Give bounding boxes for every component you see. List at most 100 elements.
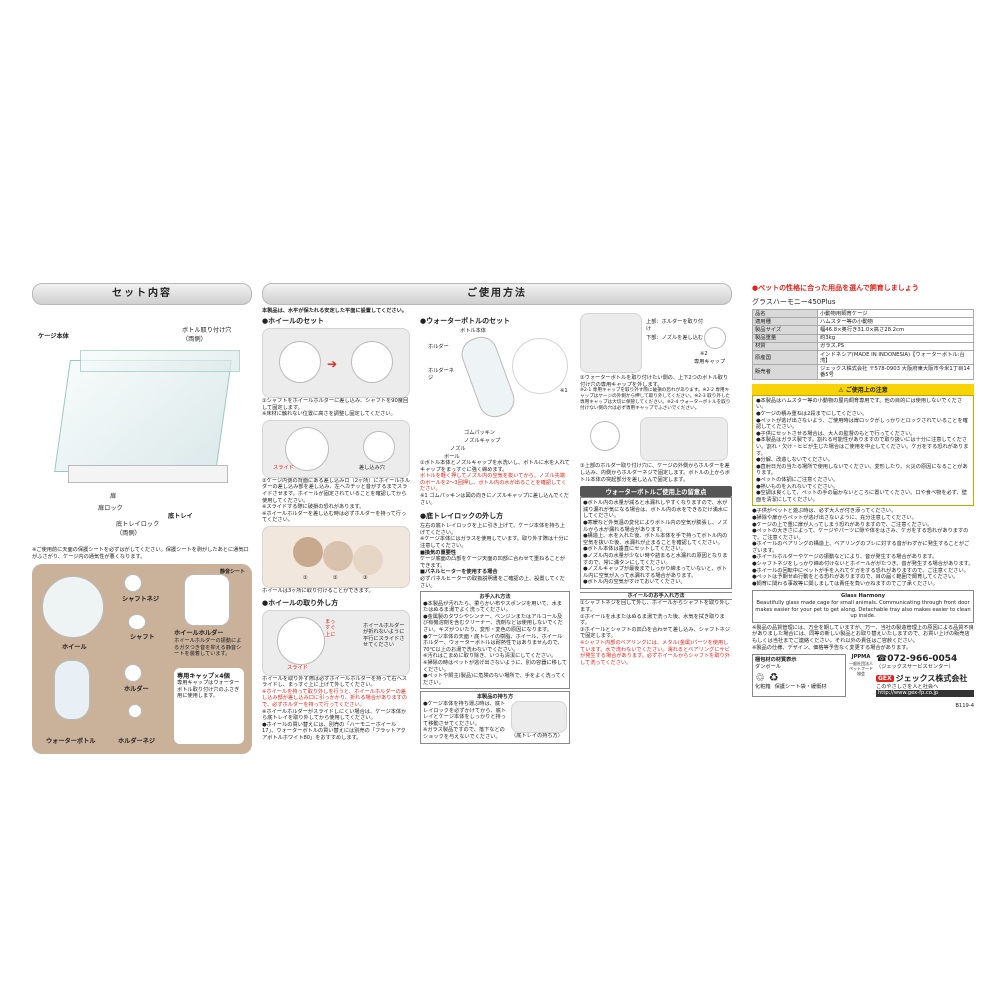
bottle-caution-title: ウォーターボトルご使用上の留意点	[580, 486, 732, 498]
wheel-set-step2: ②ケージ内側の背面にある差し込み口（2ヶ所）にホイールホルダーの差し込み部を差し…	[262, 477, 410, 504]
contents-header: セット内容	[32, 283, 252, 305]
spec-row: 製品サイズ幅46.8×奥行き31.0×高さ28.2cm	[752, 325, 974, 335]
caution-item-2: ●ホイールホルダーやケージの振動などにより、音が発生する場合があります。	[752, 554, 938, 561]
brand-name: ジェックス株式会社	[895, 673, 968, 683]
shaft-screw-image	[124, 574, 142, 593]
spec-key: 適用種	[752, 317, 818, 327]
spec-row: 販売者ジェックス株式会社 〒578-0903 大阪府東大阪市今米1丁目14番5号	[752, 364, 974, 380]
remove-note-label: ホイールホルダーが折れないように平行にスライドさせてください	[363, 622, 405, 649]
mark2-label: ※2	[700, 351, 708, 357]
wheel-image	[42, 576, 104, 639]
caution-item: ●本製品はガラス製です。割れる可能性がありますので取り扱いには十分に注意してくだ…	[756, 437, 969, 457]
position-2-marker	[323, 540, 353, 571]
shaft-fixed-image	[351, 341, 393, 383]
product-column: ●ペットの性格に合った用品を選んで飼育しましょう グラスハーモニー450Plus…	[752, 283, 974, 710]
wheel-care-title: ホイールのお手入れ方法	[580, 591, 732, 601]
product-code: B119-4	[955, 702, 974, 709]
caution-item-2: ●ケージの上で重に扉が入ってしまう恐れがありますので、ご注意ください。	[752, 521, 933, 528]
spec-row: 適用種ハムスター等の小動物	[752, 317, 974, 327]
tray-lock-label: 底トレイロック（両側）	[116, 521, 160, 537]
bottle-caution-box: ●ボトル内の水量が減ると水漏れしやすくなりますので、水が減り漏れが気になる場合は…	[580, 497, 732, 589]
english-box: Glass Harmony Beautifully glass made cag…	[752, 590, 974, 623]
cage-body-label: ケージ本体	[38, 333, 69, 340]
bottle-set-step1-note: ※1 ゴムパッキンは図の向きにノズルキャップに差し込んでください。	[420, 492, 569, 506]
pos3-label: ③	[363, 574, 368, 581]
caution-item-2: ●ペットの大きさによって、ケージやパーツに隙や体をはさみ、ケガをする恐れがありま…	[752, 528, 969, 541]
spec-table: 品名小動物用飼育ケージ適用種ハムスター等の小動物製品サイズ幅46.8×奥行き31…	[752, 308, 974, 380]
spec-value: 小動物用飼育ケージ	[817, 308, 974, 319]
slide-label-2: スライド	[287, 664, 308, 671]
materials-box: 梱包材の材質表示 ダンボール ♲ ♻ 化粧箱 保護シート袋・緩衝材	[752, 654, 846, 697]
caution-box: ●本製品はハムスター等の小動物の屋内飼育専用です。他の目的には使用しないでくださ…	[752, 394, 974, 507]
warning-icon: ⚠	[838, 386, 844, 394]
wheel-positions-figure: ① ② ③	[262, 525, 410, 588]
bc-6: ●ノズルキャップが最後までしっかり締まっていないと、ボトル内に空気が入って水漏れ…	[583, 566, 727, 579]
carry-title: 本製品の持ち方	[476, 694, 514, 701]
wheel-setup-section: ●ホイールのセット ➔ ①シャフトをホイールホルダーに差し込み、シャフトを90度…	[262, 313, 410, 741]
care-box: お手入れ方法 ●本製品が汚れたら、柔らかい布やスポンジを用いて、水またはぬるま湯…	[420, 591, 570, 690]
pos2-label: ②	[333, 574, 338, 581]
packing-closeup	[512, 338, 568, 394]
holder-screw-label: ホルダーネジ	[118, 738, 156, 746]
position-3-marker	[353, 544, 383, 575]
bottle-hole-label: ボトル取り付け穴（両側）	[182, 327, 232, 343]
shaft-image	[128, 614, 146, 631]
nozzle-cap-label: ノズルキャップ	[464, 438, 501, 444]
bottle-set-step1: ①ボトル本体とノズルキャップを水洗いし、ボトルに水を入れてキャップをまっすぐに強…	[420, 460, 570, 473]
tray-lock-desc: 左右の底トレイロックを上に引き上げて、ケージ本体を持ち上げてください。	[420, 523, 565, 536]
usage-header: ご使用方法	[262, 283, 732, 305]
bottom-tray-label: 底トレイ	[168, 513, 193, 520]
website-url: http://www.gex-fp.co.jp	[876, 690, 974, 697]
tray-lock-title: ●底トレイロックの外し方	[420, 512, 504, 521]
bottle-set-notes: ※2-1 専用キャップを取り外す際に破損の恐れがあります。※2-2 専用キャップ…	[580, 388, 731, 411]
spec-value: 約3kg	[817, 333, 974, 343]
wc-1: ①シャフトネジを回して外し、ホイールからシャフトを取り外します。	[580, 600, 730, 614]
wheel-positions-caption: ホイールは3ヶ所に取り付けることができます。	[262, 587, 374, 594]
wheel-set-step1-note: ※床材に触れない位置に高さを調整し固定してください。	[262, 411, 396, 418]
english-title: Glass Harmony	[841, 593, 885, 600]
remove-direction-label: まっすぐ上に	[325, 618, 336, 638]
care-2: ●金属製のタワシやシンナー、ベンジンまたはアルコール及び有機溶剤を含むクリーナー…	[423, 613, 563, 634]
wheel-holder-label: ホイールホルダー	[174, 630, 224, 638]
slide-label-1: スライド	[273, 464, 294, 471]
ventilation-desc: ケージ底面の凸部をケージ天面の凹部に合わせて重ねることができます。	[420, 556, 566, 569]
wheel-set-step2-figure: 差し込み穴 スライド	[262, 419, 410, 478]
bottle-image	[457, 332, 519, 422]
bc-5: ●ノズル内の水量が少ない時や詰まると水漏れの原因となりますので、常に満タンにして…	[583, 552, 728, 566]
wc-4: ※シャフト内部のベアリングには、メタル(金属)パーツを使用しています。水で洗わな…	[580, 640, 730, 666]
care-6: ●ペットや飼主(製品)に危険のない場所で、手をよく洗ってください。	[423, 673, 566, 686]
caps-box: 専用キャップ×4個 専用キャップはウォーターボトル取り付け穴のふさぎ用に使用しま…	[174, 668, 244, 745]
special-cap-image	[704, 327, 726, 349]
glass-cage-illustration	[54, 360, 232, 472]
caution-item-2: ●シャフトネジをしっかり締め付けないとホイールががたつき、音が発生する場合があり…	[752, 561, 974, 568]
cage-figure: ケージ本体 ボトル取り付け穴（両側） 扉 扉ロック 底トレイ 底トレイロック（両…	[32, 305, 252, 537]
holder-label: ホルダー	[124, 686, 149, 694]
bottle-mounted-image	[640, 417, 728, 462]
parts-panel: ホイール シャフトネジ シャフト 静音シート ホイールホルダー ホイールホルダー…	[32, 564, 252, 755]
insert-hole-label: 差し込み穴	[359, 464, 385, 471]
caution-item-2: ●ペットは予期せぬ行動をとる恐れがありますので、目の届く範囲で飼育してください。	[752, 574, 959, 581]
catchphrase: ●ペットの性格に合った用品を選んで飼育しましょう	[752, 284, 919, 292]
spec-row: 材質ガラス,PS	[752, 341, 974, 352]
position-1-marker	[293, 536, 323, 567]
door-lock-label: 扉ロック	[98, 505, 123, 512]
water-bottle-label: ウォーターボトル	[46, 738, 96, 746]
caution-item-2: ●掃除や扉からペットが逃げ出さないように、充分注意してください。	[752, 514, 917, 521]
door-label: 扉	[110, 493, 117, 500]
caution-list-2: ●子供がペットと遊ぶ時は、必ず大人が付き添ってください。●掃除や扉からペットが逃…	[752, 508, 974, 587]
bottle-set-step1-red: ボトルを軽く押してノズル内の空気を抜いてから、ノズル先端のボールを2〜3回押し、…	[420, 473, 567, 493]
bottle-setup-section: ●ウォーターボトルのセット ボトル本体 ホルダー ホルダーネジ ゴムパッキン ノ…	[420, 313, 570, 744]
heater-desc: 必ずパネルヒーターの取扱説明書をご確認の上、設置してください。	[420, 575, 565, 589]
slogan: このやさしさを人と社会へ	[876, 683, 939, 690]
caution-item: ●直射日光の当たる場所で使用しないでください。変形したり、火災の原因になることが…	[756, 463, 968, 477]
carry-2: ※ガラス製品ですので、落下などのショックを与えないでください。	[423, 727, 505, 740]
spec-value: インドネシア(MADE IN INDONESIA)【ウォーターボトル:台湾】	[817, 350, 974, 366]
carry-caption: （底トレイの持ち方）	[511, 733, 563, 739]
rubber-packing-label: ゴムパッキン	[464, 430, 495, 436]
pos1-label: ①	[303, 574, 308, 581]
bc-7: ●ボトル内の空気がすけておいてください。	[583, 579, 686, 586]
insert-hole-image	[363, 430, 395, 463]
bottle-set-title: ●ウォーターボトルのセット	[420, 317, 511, 325]
cardboard-label: ダンボール	[755, 663, 781, 670]
wheel-holder-desc: ホイールホルダーの振動によるガタつき音を抑える静音シートを装着しています。	[174, 638, 242, 658]
